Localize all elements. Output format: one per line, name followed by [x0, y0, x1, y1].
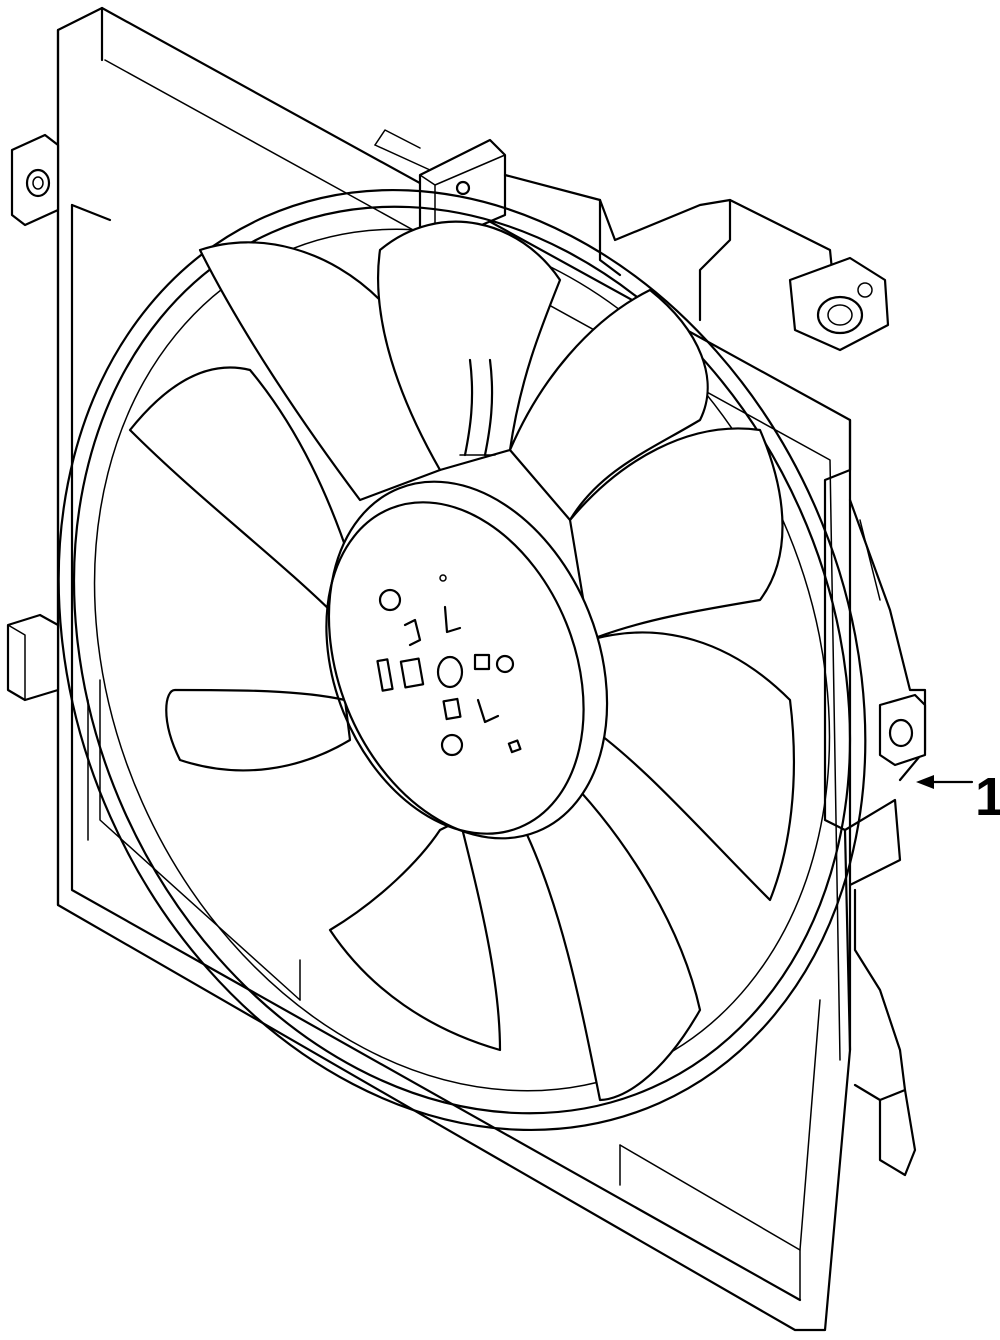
- fan-blades: [128, 220, 796, 1102]
- mounting-tab-left: [6, 613, 60, 702]
- motor-cable: [459, 358, 496, 457]
- callout-arrow: [916, 775, 974, 789]
- callout-label-1: 1: [975, 767, 1000, 827]
- mounting-tab-right: [878, 693, 927, 767]
- mounting-tab-top-left: [10, 133, 60, 227]
- motor-connector-right: [788, 256, 890, 352]
- motor-hub: [325, 480, 609, 840]
